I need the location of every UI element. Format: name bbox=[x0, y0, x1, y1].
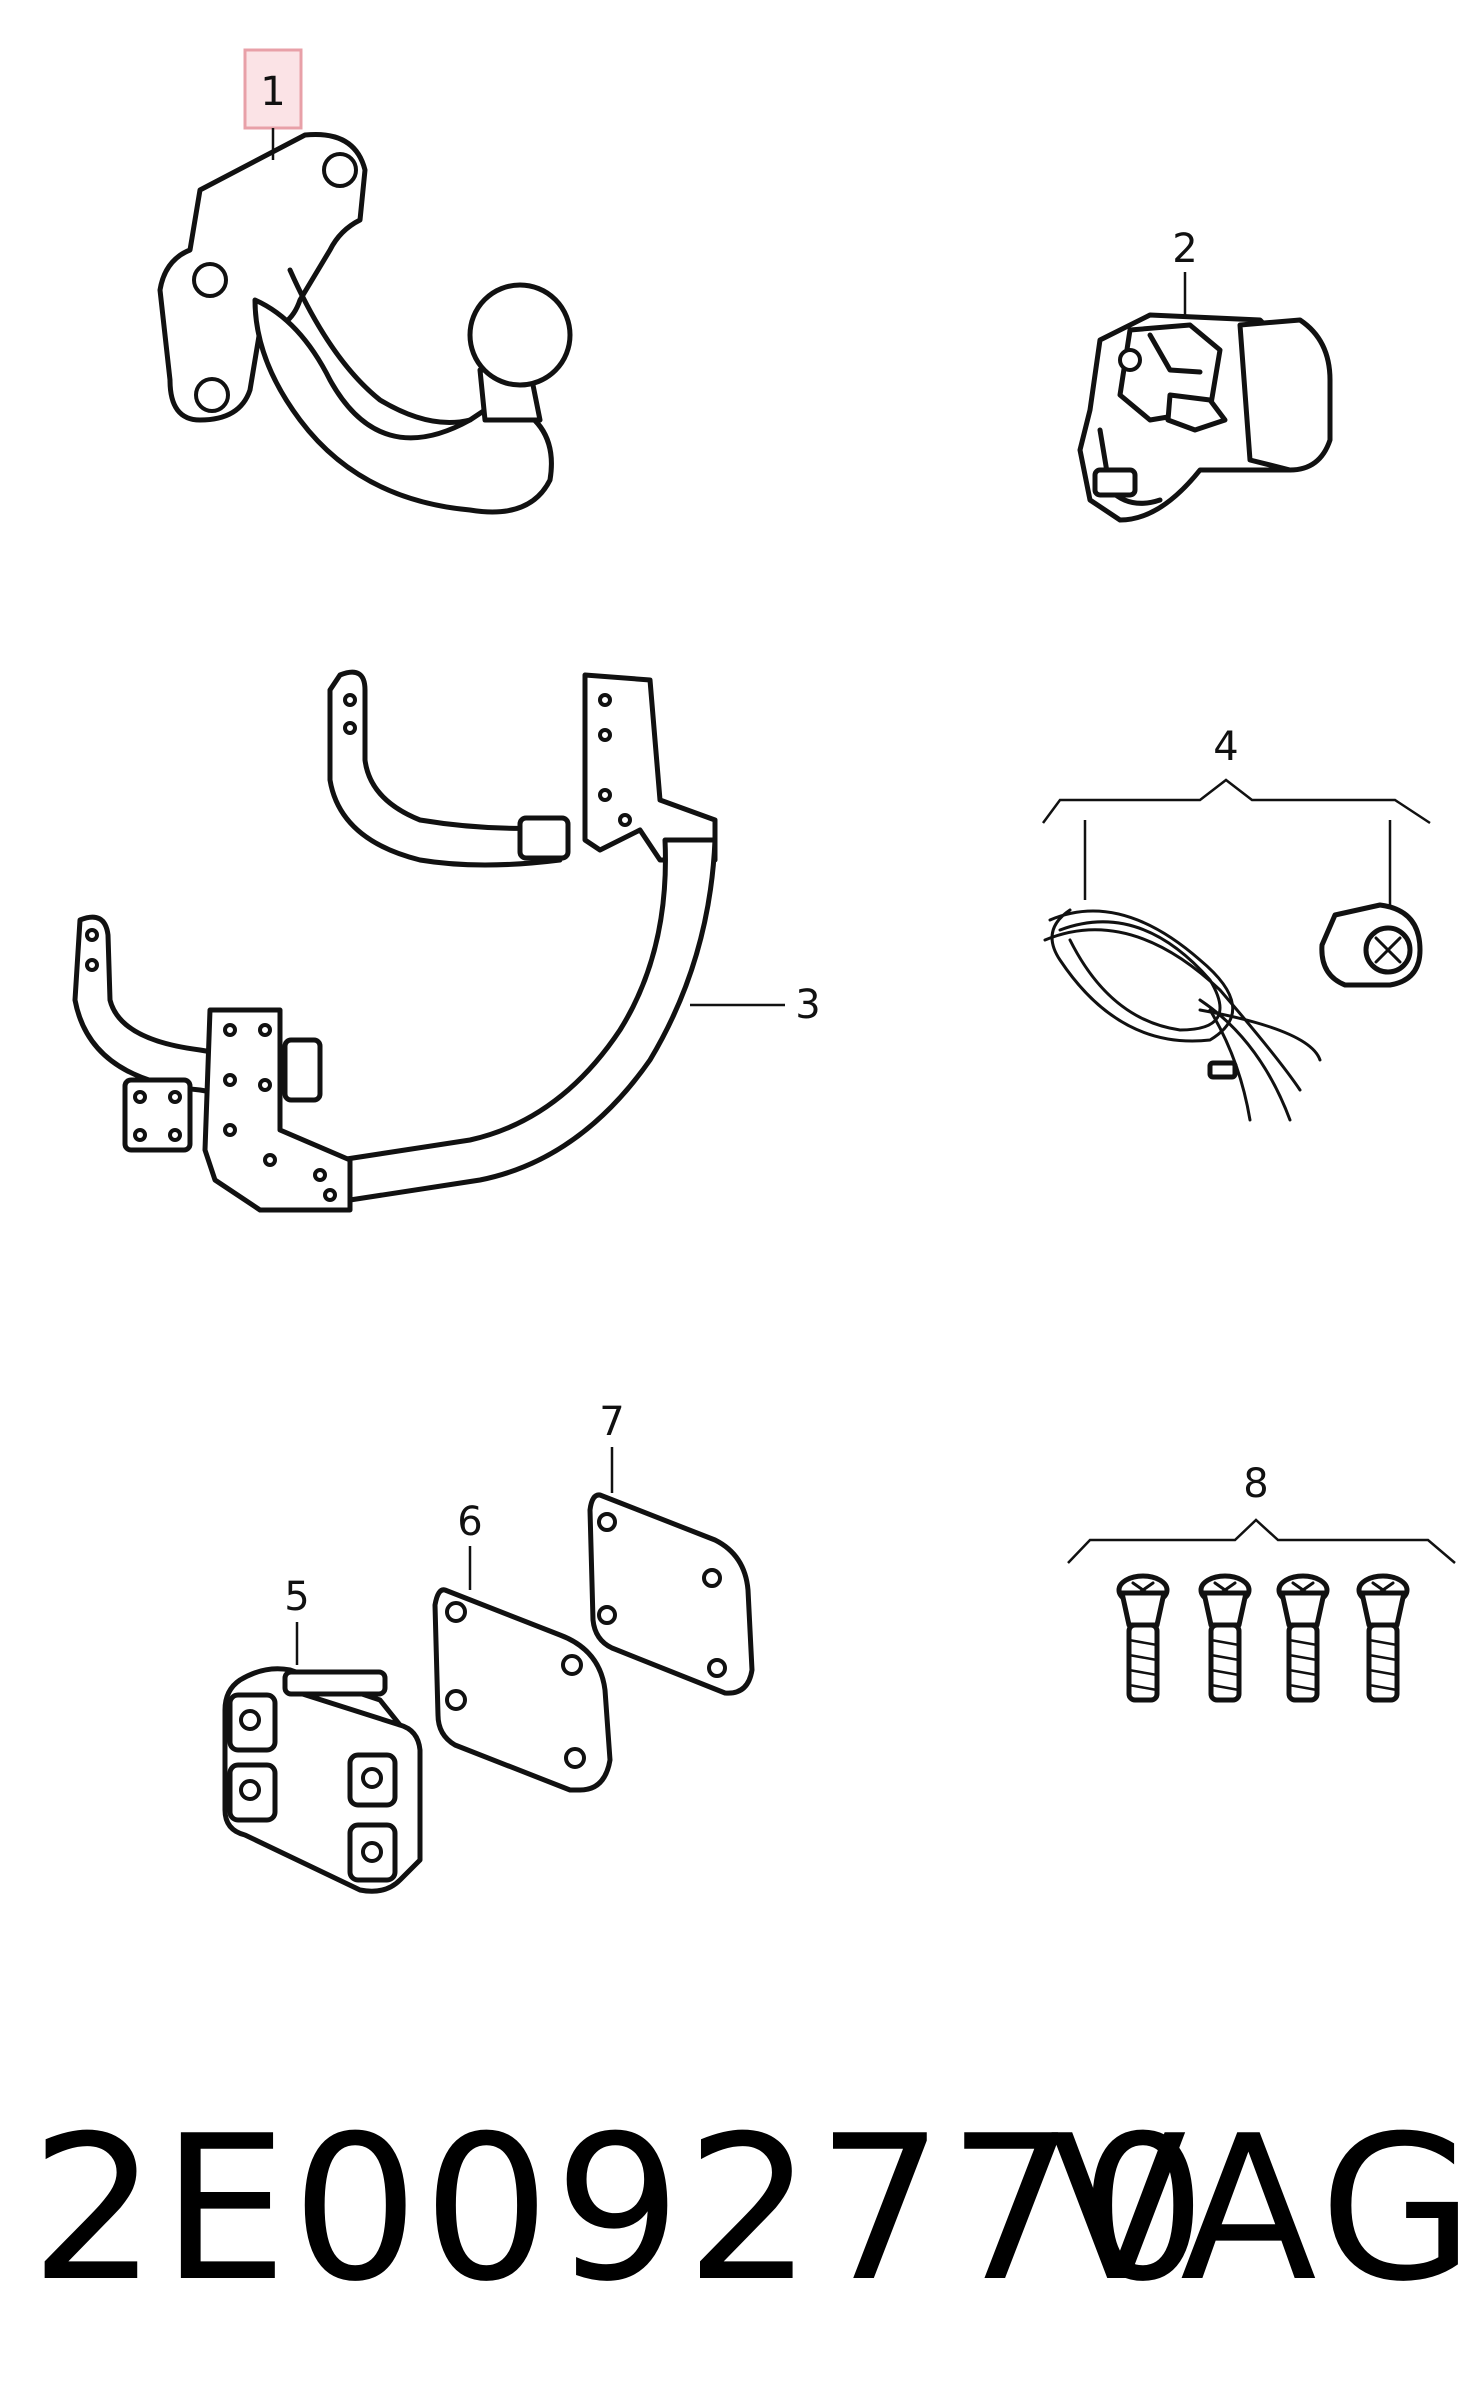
screw-2 bbox=[1198, 1573, 1252, 1703]
part-number: 2E0092770 bbox=[30, 2093, 1211, 2326]
screw-3 bbox=[1276, 1573, 1330, 1703]
part-6-plate: 6 bbox=[432, 1499, 613, 1793]
callout-7-label: 7 bbox=[599, 1399, 624, 1445]
part-4-wiring-harness: 4 bbox=[1041, 724, 1431, 1122]
callout-3-label: 3 bbox=[795, 982, 820, 1028]
footer: 2E0092770 VAG bbox=[0, 2090, 1478, 2330]
part-2-socket-module: 2 bbox=[1077, 226, 1333, 523]
callout-2-label: 2 bbox=[1172, 226, 1197, 272]
callout-4-label: 4 bbox=[1213, 724, 1238, 770]
part-5-reinforcement-plate: 5 bbox=[222, 1574, 423, 1894]
part-1-tow-ball: 1 bbox=[157, 48, 573, 515]
screw-4 bbox=[1356, 1573, 1410, 1703]
callout-5-label: 5 bbox=[284, 1574, 309, 1620]
part-7-gasket: 7 bbox=[587, 1399, 755, 1696]
callout-1-label: 1 bbox=[260, 69, 285, 115]
brand-name: VAG bbox=[1050, 2093, 1478, 2326]
callout-6-label: 6 bbox=[457, 1499, 482, 1545]
part-3-cross-member: 3 bbox=[72, 669, 821, 1213]
callout-8-label: 8 bbox=[1243, 1461, 1268, 1507]
part-8-screws: 8 bbox=[1067, 1461, 1456, 1703]
screw-1 bbox=[1116, 1573, 1170, 1703]
